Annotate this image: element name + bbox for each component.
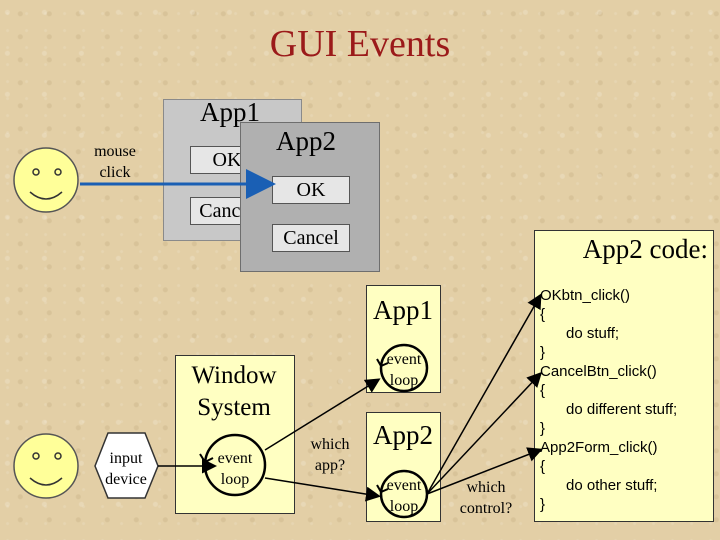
app2-to-okbtn-arrow: [426, 293, 542, 495]
app2-to-form-arrow: [426, 447, 543, 495]
code-line: do stuff;: [566, 325, 620, 342]
app2-cancel-button[interactable]: Cancel: [272, 224, 350, 252]
winsys-to-app1-arrow: [264, 378, 381, 451]
input-device-hexagon: [94, 432, 159, 499]
which-app-label: which app?: [310, 436, 350, 474]
app2-event-loop-label: event loop: [386, 477, 422, 515]
app1-event-loop-icon: [379, 343, 429, 393]
winsys-event-loop-label: event loop: [217, 450, 253, 488]
app1-box: [366, 285, 441, 393]
code-line: }: [540, 344, 546, 361]
app2-box: [366, 412, 441, 522]
winsys-to-app2-arrow: [264, 477, 381, 502]
code-line: }: [540, 496, 546, 513]
app1-event-loop-label: event loop: [386, 351, 422, 389]
code-line: do other stuff;: [566, 477, 658, 494]
code-line: CancelBtn_click(): [540, 363, 657, 380]
app2-box-label: App2: [373, 420, 433, 450]
code-line: {: [540, 458, 546, 475]
code-line: OKbtn_click(): [540, 287, 631, 304]
winsys-event-loop-icon: [203, 433, 267, 497]
code-listing: OKbtn_click() { do stuff; } CancelBtn_cl…: [540, 286, 710, 514]
code-line: {: [540, 382, 546, 399]
code-line: }: [540, 420, 546, 437]
face-bottom-icon: [13, 433, 79, 499]
code-line: {: [540, 306, 546, 323]
app2-to-cancelbtn-arrow: [426, 371, 543, 495]
face-top-icon: [13, 147, 79, 213]
code-panel-title: App2 code:: [582, 234, 708, 264]
app2-window-title: App2: [276, 126, 336, 156]
code-line: do different stuff;: [566, 401, 678, 418]
mouse-click-label: mouse click: [94, 143, 136, 181]
app1-box-label: App1: [373, 295, 433, 325]
code-line: App2Form_click(): [540, 439, 658, 456]
input-device-label: input device: [105, 450, 147, 488]
diagram-title: GUI Events: [269, 23, 451, 65]
which-control-label: which control?: [459, 479, 513, 517]
code-panel: [534, 230, 714, 522]
window-system-label: Window System: [191, 362, 277, 421]
